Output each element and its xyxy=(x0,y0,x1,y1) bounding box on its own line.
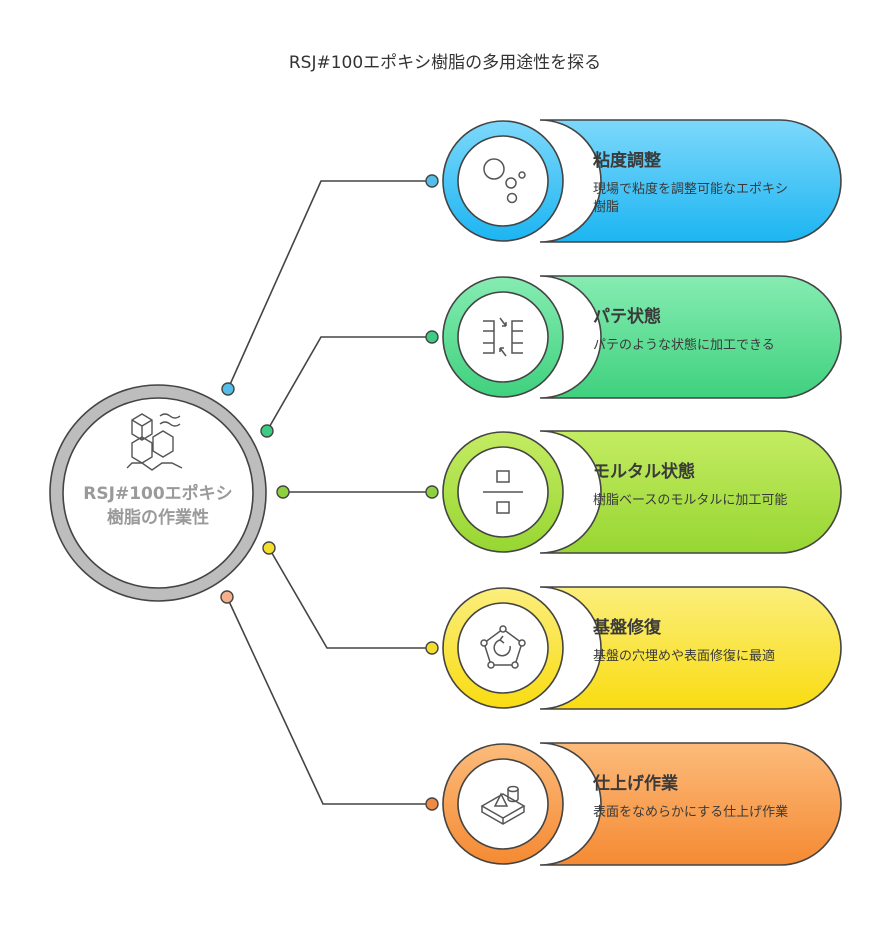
resin-blocks-icon xyxy=(126,413,183,471)
hub-dot-3 xyxy=(276,485,290,499)
item-title-4: 基盤修復 xyxy=(593,618,661,638)
item-dot-3 xyxy=(425,485,439,499)
connector-5 xyxy=(226,596,432,805)
hub-dot-5 xyxy=(220,590,234,604)
item-title-2: パテ状態 xyxy=(593,307,661,327)
hub-dot-2 xyxy=(260,424,274,438)
connector-4 xyxy=(268,547,432,649)
item-desc-3: 樹脂ベースのモルタルに加工可能 xyxy=(593,493,788,508)
item-desc-2: パテのような状態に加工できる xyxy=(593,338,775,353)
item-dot-2 xyxy=(425,330,439,344)
divide-icon xyxy=(483,470,523,514)
finishing-shapes-icon xyxy=(480,785,526,825)
item-title-1: 粘度調整 xyxy=(593,151,661,171)
item-dot-1 xyxy=(425,174,439,188)
repair-pentagon-icon xyxy=(480,625,526,669)
connector-1 xyxy=(227,180,432,390)
page-title: RSJ#100エポキシ樹脂の多用途性を探る xyxy=(288,53,602,73)
hub xyxy=(49,384,267,602)
item-5 xyxy=(425,742,842,866)
item-title-3: モルタル状態 xyxy=(593,462,695,482)
item-1 xyxy=(425,119,842,243)
hub-dot-4 xyxy=(262,541,276,555)
item-3 xyxy=(425,430,842,554)
bubbles-icon xyxy=(483,158,526,204)
layer-compress-icon xyxy=(483,317,523,357)
hub-dot-1 xyxy=(221,382,235,396)
item-dot-5 xyxy=(425,797,439,811)
item-desc-1: 現場で粘度を調整可能なエポキシ樹脂 xyxy=(593,182,789,215)
item-title-5: 仕上げ作業 xyxy=(593,774,678,794)
item-desc-4: 基盤の穴埋めや表面修復に最適 xyxy=(593,649,776,664)
hub-label: RSJ#100エポキシ樹脂の作業性 xyxy=(83,484,233,528)
item-4 xyxy=(425,586,842,710)
item-2 xyxy=(425,275,842,399)
item-desc-5: 表面をなめらかにする仕上げ作業 xyxy=(593,805,789,820)
item-dot-4 xyxy=(425,641,439,655)
connector-2 xyxy=(266,336,432,432)
